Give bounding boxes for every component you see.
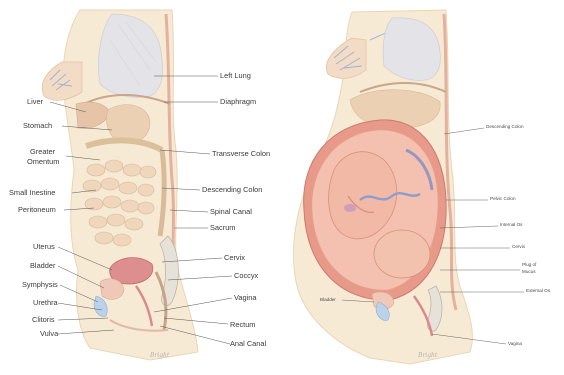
label-greater-line1: Greater	[30, 148, 55, 155]
label-right-descending-colon: Descending Colon	[486, 125, 524, 130]
left-breast	[42, 62, 82, 100]
label-cervix: Cervix	[224, 254, 245, 261]
label-omentum-line2: Omentum	[27, 158, 59, 165]
label-stomach: Stomach	[23, 122, 52, 129]
label-small-intestine: Small Inestine	[9, 189, 55, 196]
label-mucus: Mucus	[522, 270, 536, 275]
label-sacrum: Sacrum	[210, 224, 235, 231]
label-descending-colon: Descending Colon	[202, 186, 262, 193]
label-rectum: Rectum	[230, 321, 255, 328]
label-urethra: Urethra	[33, 299, 58, 306]
label-peritoneum: Peritoneum	[18, 206, 56, 213]
label-vulva: Vulva	[40, 330, 58, 337]
label-transverse-colon: Transverse Colon	[212, 150, 270, 157]
label-anal-canal: Anal Canal	[230, 340, 266, 347]
label-left-lung: Left Lung	[220, 72, 251, 79]
label-clitoris: Clitoris	[32, 316, 55, 323]
right-fetus-head	[374, 230, 430, 278]
label-coccyx: Coccyx	[234, 272, 258, 279]
label-right-vagina: Vagina	[508, 342, 522, 347]
left-figure-illustration	[42, 10, 198, 360]
label-uterus: Uterus	[33, 243, 55, 250]
label-internal-os: Internal Os	[500, 223, 522, 228]
label-right-cervix: Cervix	[512, 245, 525, 250]
label-external-os: External Os	[526, 289, 550, 294]
label-bladder: Bladder	[30, 262, 55, 269]
right-figure-illustration	[293, 10, 472, 364]
label-spinal-canal: Spinal Canal	[210, 208, 252, 215]
label-liver: Liver	[27, 98, 43, 105]
right-fetus-hand	[344, 204, 356, 212]
label-vagina: Vagina	[234, 294, 256, 301]
label-pelvic-colon: Pelvic Colon	[490, 197, 516, 202]
label-symphysis: Symphysis	[22, 281, 58, 288]
label-plug-of: Plug of	[522, 263, 536, 268]
label-diaphragm: Diaphragm	[220, 98, 256, 105]
label-right-bladder: Bladder	[320, 298, 336, 303]
left-artist-signature: Bright	[150, 352, 169, 359]
right-artist-signature: Bright	[418, 352, 437, 359]
